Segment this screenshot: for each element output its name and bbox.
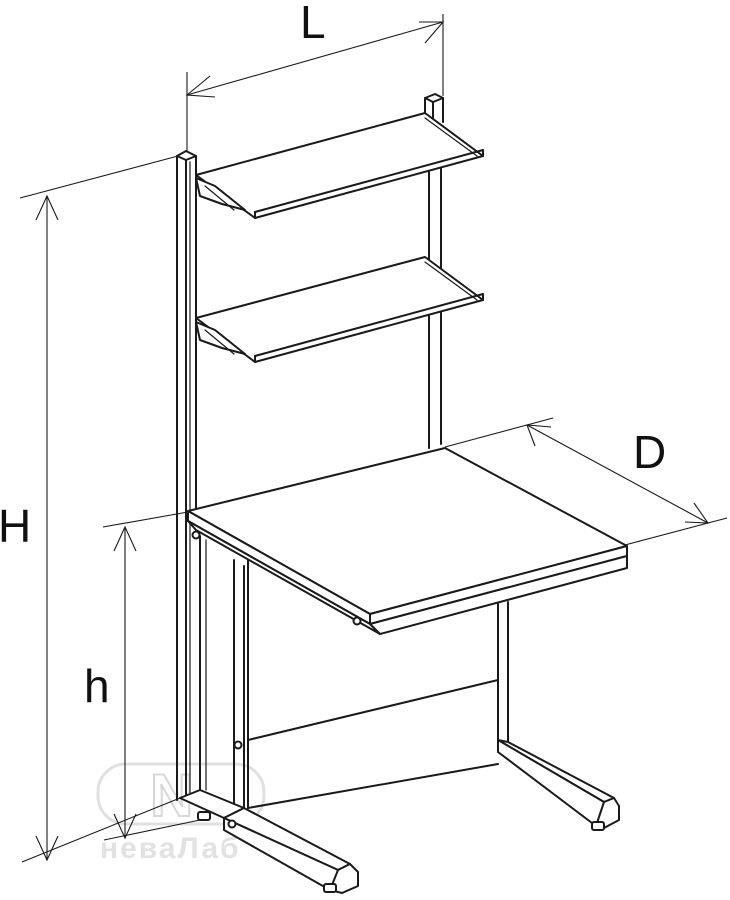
H-extension-top [19, 155, 179, 199]
rear-frame [247, 559, 509, 809]
D-arrow-back [526, 424, 552, 447]
L-arrow-left [185, 75, 216, 98]
right-foot-side [497, 739, 605, 827]
H-extension-bottom [21, 797, 181, 863]
h-extension-bottom [103, 819, 201, 841]
tabletop-surface [187, 447, 628, 615]
h-arrow-top [113, 525, 137, 552]
H-arrow-bottom [35, 835, 59, 862]
right-foot-leveler [591, 821, 605, 831]
L-arrow-right [419, 21, 445, 44]
label-table-height: h [84, 660, 110, 712]
H-arrow-top [35, 194, 59, 221]
tabletop [187, 447, 628, 635]
h-extension-top [102, 511, 189, 528]
D-extension-front [624, 517, 728, 546]
watermark-logo: N неваЛаб [96, 761, 266, 865]
left-foot-leveler-front [323, 883, 337, 893]
dimension-lines [19, 14, 728, 863]
L-dimension-line [186, 21, 444, 96]
apron-bolt-left [191, 530, 201, 540]
lower-shelf [195, 256, 484, 363]
label-depth: D [633, 426, 666, 478]
D-dimension-line [526, 424, 709, 524]
upper-shelf [195, 112, 484, 219]
left-leg-frame [199, 535, 245, 811]
label-total-height: H [0, 500, 31, 552]
upper-shelf-bracket [195, 177, 246, 211]
D-arrow-front [684, 502, 710, 524]
label-length: L [300, 0, 326, 48]
watermark-text: неваЛаб [100, 832, 241, 865]
foot-bolt [227, 819, 237, 829]
right-foot [497, 739, 620, 831]
h-arrow-bottom [113, 813, 137, 840]
left-upright-cap [176, 150, 197, 161]
leg-bolt [233, 740, 243, 750]
right-upright-cap [424, 93, 444, 103]
lower-shelf-bracket [195, 321, 246, 355]
left-foot [179, 789, 359, 894]
left-upright [176, 150, 197, 801]
D-extension-back [444, 417, 554, 448]
left-foot-leveler-back [197, 811, 211, 821]
tabletop-apron-front [369, 555, 628, 635]
apron-bolt-front [352, 616, 362, 626]
